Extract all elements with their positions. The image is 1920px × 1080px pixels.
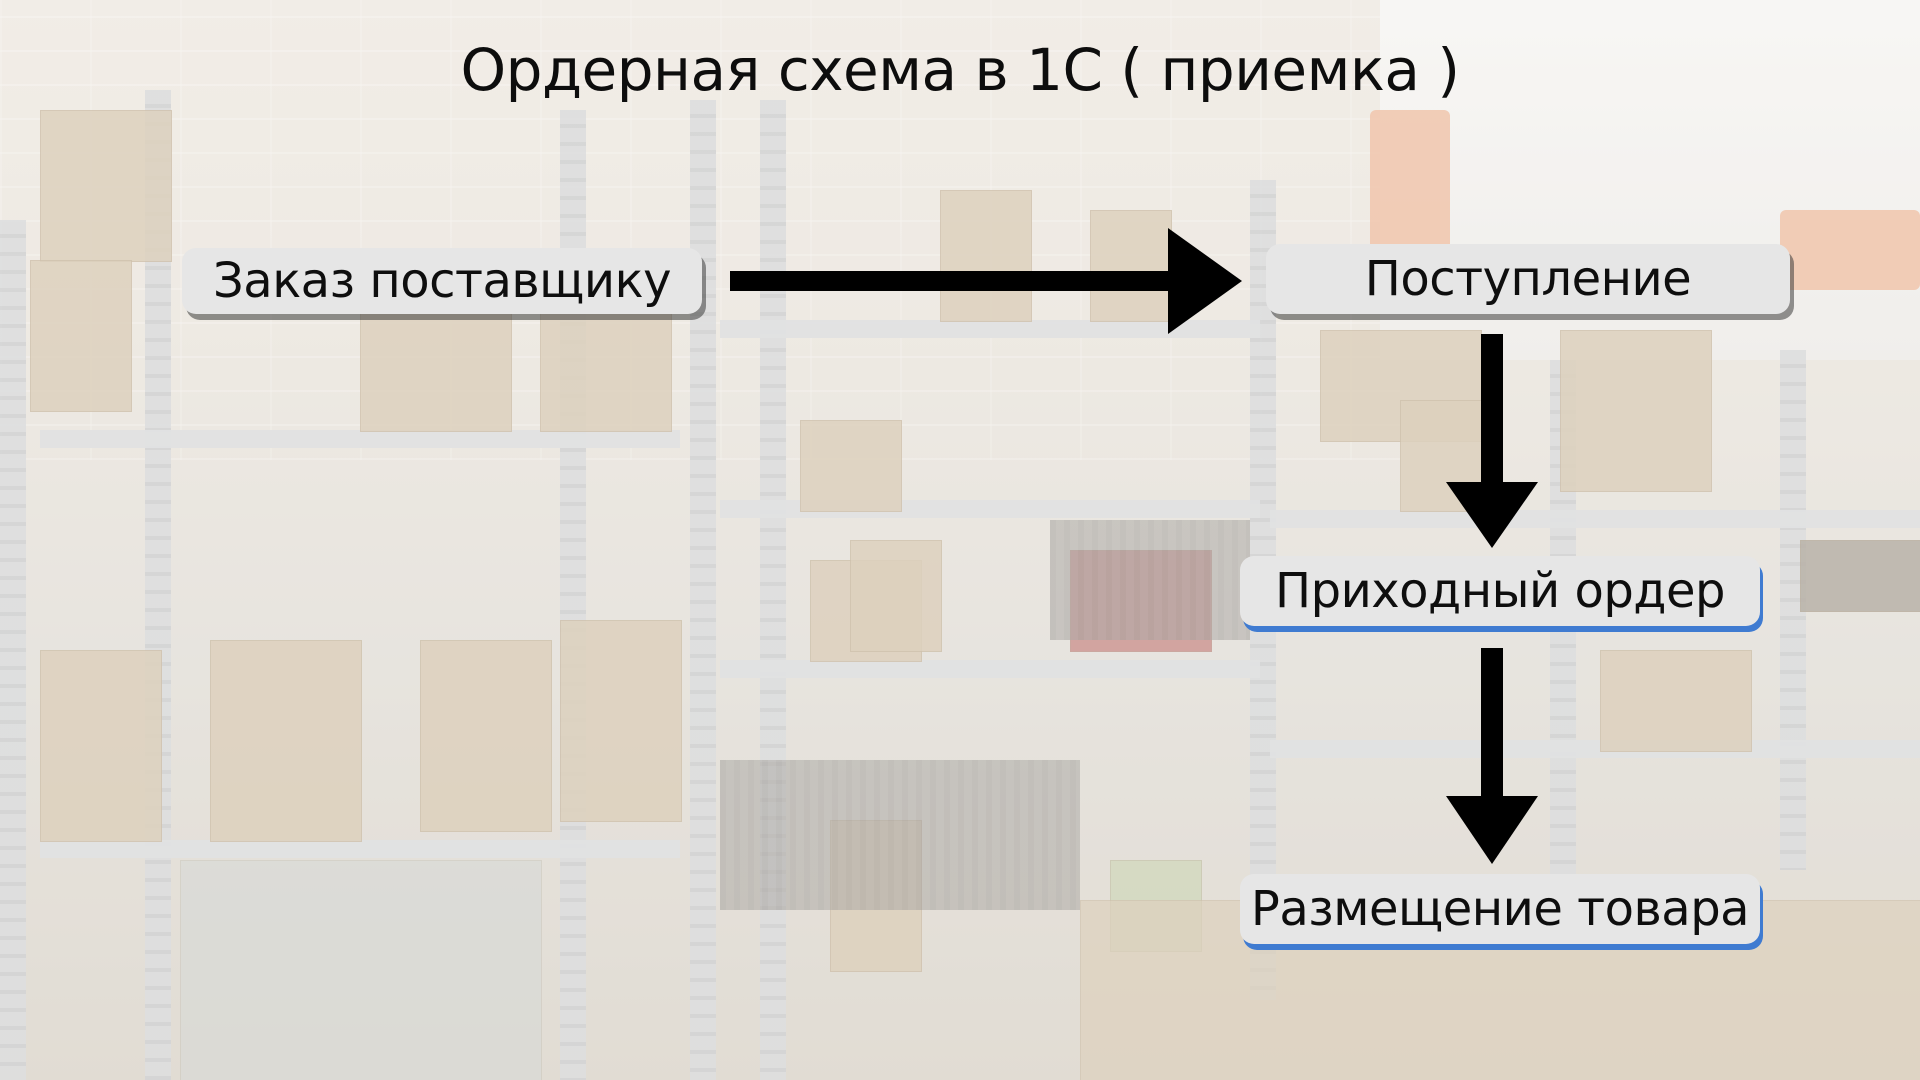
node-receipt: Поступление — [1266, 244, 1790, 314]
node-goods-placement: Размещение товара — [1240, 874, 1760, 944]
diagram-title: Ордерная схема в 1С ( приемка ) — [460, 36, 1460, 104]
node-incoming-order: Приходный ордер — [1240, 556, 1760, 626]
node-supplier-order: Заказ поставщику — [182, 248, 702, 314]
